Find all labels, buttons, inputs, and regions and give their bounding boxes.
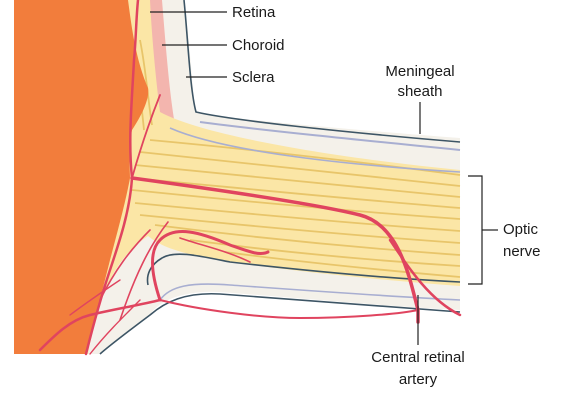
optic-nerve-bracket <box>468 175 483 285</box>
optic-nerve-label-line2: nerve <box>503 243 541 260</box>
meningeal-sheath-line <box>199 121 461 151</box>
layer-outlines <box>99 0 461 355</box>
choroid-label: Choroid <box>232 37 285 54</box>
central-retinal-artery-vessels <box>38 0 462 356</box>
eyeball <box>14 0 149 354</box>
sclera-label: Sclera <box>232 69 275 86</box>
central-retinal-artery-label-line1: Central retinal <box>371 349 464 366</box>
meningeal-sheath-label-line1: Meningeal <box>385 63 454 80</box>
leader-lines <box>150 11 498 345</box>
retina-label: Retina <box>232 4 276 21</box>
optic-nerve-label-line1: Optic <box>503 221 539 238</box>
meningeal-sheath-label-line2: sheath <box>397 83 442 100</box>
central-retinal-artery-label-line2: artery <box>399 371 438 388</box>
